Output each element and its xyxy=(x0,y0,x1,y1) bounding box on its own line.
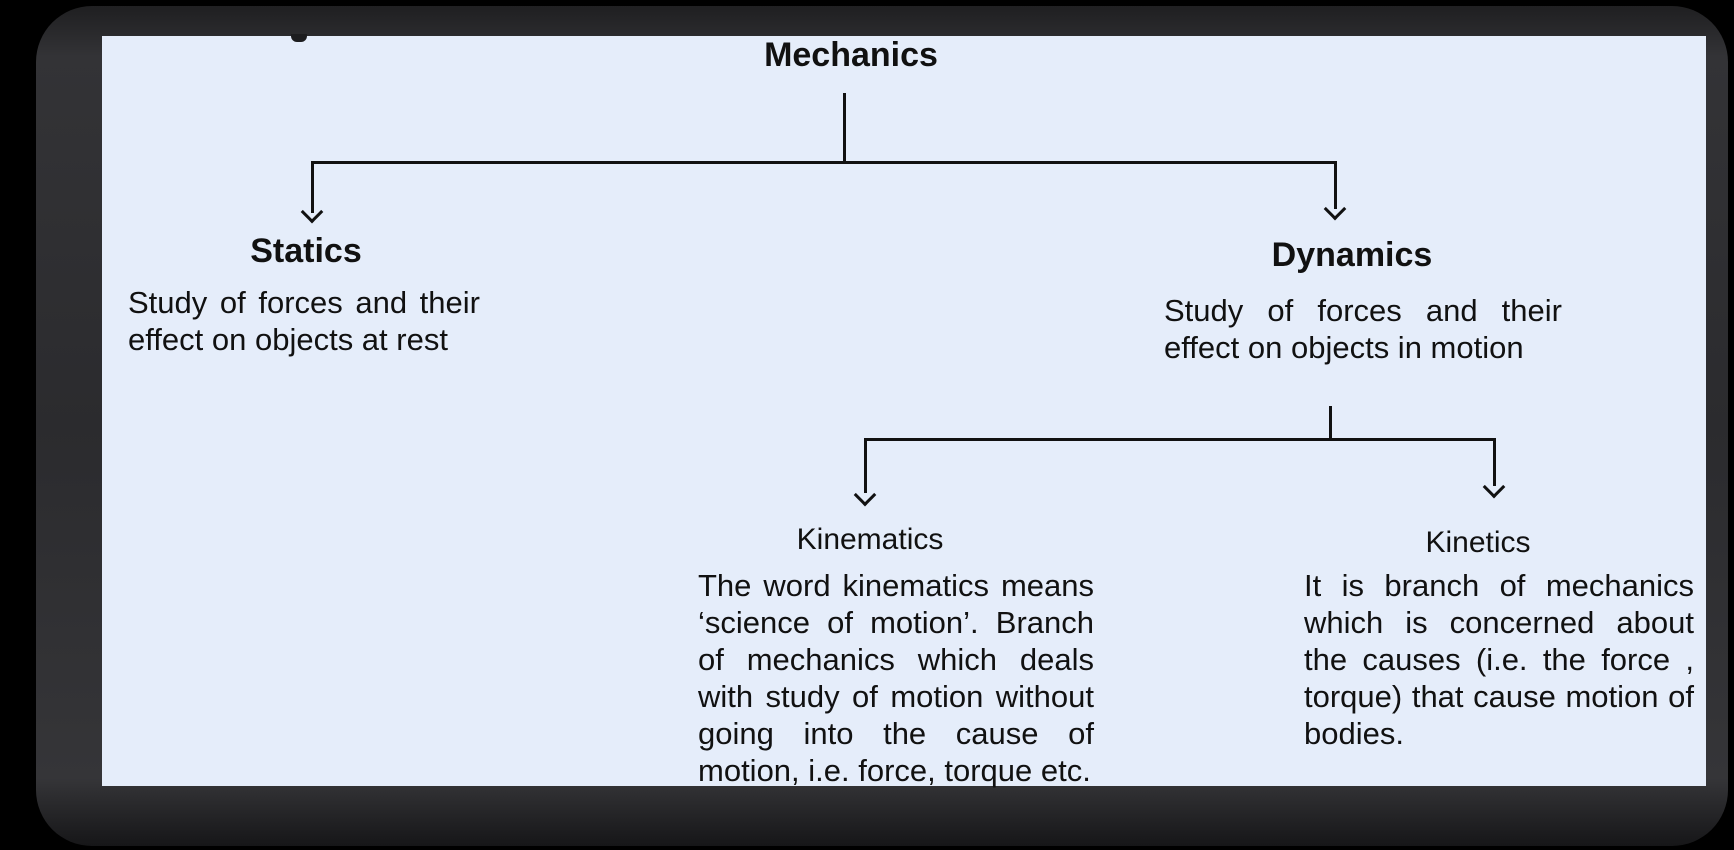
level1-branch-line xyxy=(311,161,1337,164)
node-statics-description: Study of forces and their effect on obje… xyxy=(128,285,480,357)
node-dynamics-label: Dynamics xyxy=(1271,236,1433,274)
node-kinetics-label: Kinetics xyxy=(1425,526,1531,559)
kinetics-arrowhead-icon xyxy=(1482,475,1506,499)
node-kinetics-description: It is branch of mechanics which is conce… xyxy=(1304,568,1694,751)
dynamics-stem-line xyxy=(1329,406,1332,440)
node-kinematics-description: The word kinematics means ‘science of mo… xyxy=(698,568,1094,788)
kinematics-arrowhead-icon xyxy=(853,483,877,507)
diagram-canvas: Mechanics Statics Study of forces and th… xyxy=(102,34,1706,788)
card-frame: Mechanics Statics Study of forces and th… xyxy=(36,6,1728,846)
node-statics-label: Statics xyxy=(250,232,362,270)
mechanics-stem-line xyxy=(843,93,846,163)
dynamics-connector-line xyxy=(1334,161,1337,209)
node-dynamics-description: Study of forces and their effect on obje… xyxy=(1164,293,1562,365)
level2-branch-line xyxy=(864,438,1496,441)
statics-arrowhead-icon xyxy=(300,200,324,224)
kinematics-connector-line xyxy=(864,438,867,493)
stray-scan-mark xyxy=(291,34,307,42)
node-mechanics-label: Mechanics xyxy=(764,36,938,74)
statics-connector-line xyxy=(311,161,314,213)
node-kinematics-label: Kinematics xyxy=(796,523,944,556)
dynamics-arrowhead-icon xyxy=(1323,197,1347,221)
kinetics-connector-line xyxy=(1493,438,1496,486)
